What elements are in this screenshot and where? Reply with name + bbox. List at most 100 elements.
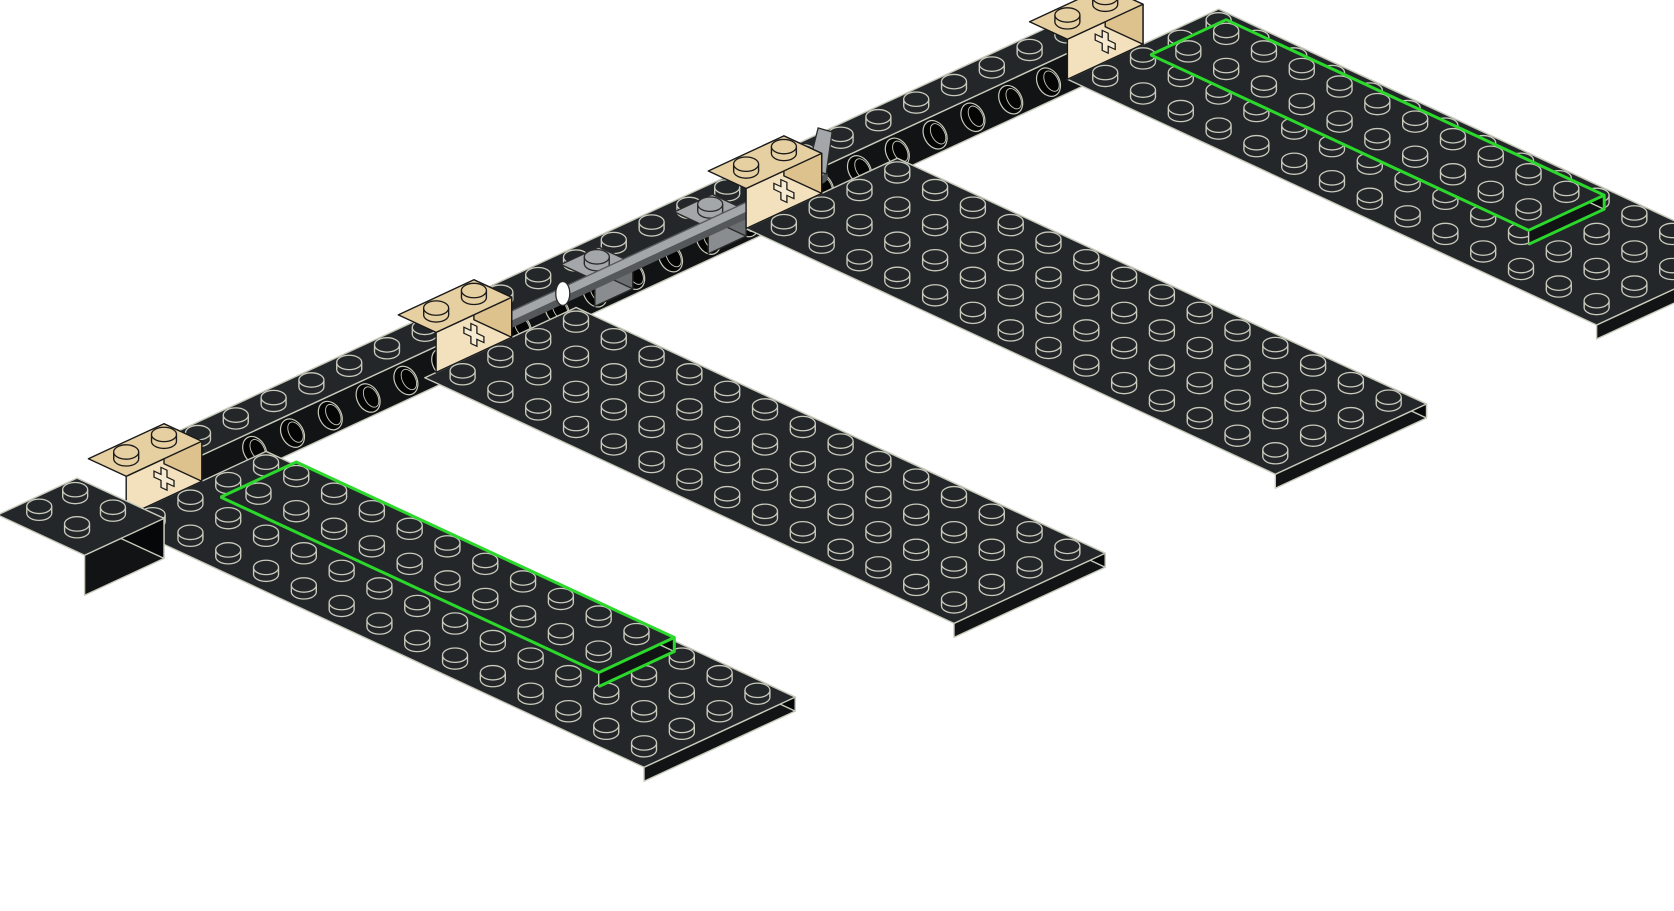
stud-top bbox=[847, 179, 872, 193]
stud bbox=[1546, 276, 1571, 297]
stud-top bbox=[1584, 223, 1609, 237]
stud-top bbox=[1187, 302, 1212, 316]
stud bbox=[866, 451, 891, 472]
stud bbox=[461, 283, 486, 304]
stud bbox=[828, 469, 853, 490]
stud bbox=[1546, 241, 1571, 262]
stud bbox=[639, 215, 664, 236]
stud-top bbox=[828, 504, 853, 518]
stud-top bbox=[960, 302, 985, 316]
stud bbox=[1149, 355, 1174, 376]
stud-top bbox=[979, 504, 1004, 518]
stud-top bbox=[866, 522, 891, 536]
stud-top bbox=[707, 701, 732, 715]
stud-top bbox=[942, 592, 967, 606]
stud-top bbox=[1149, 355, 1174, 369]
stud-top bbox=[1244, 136, 1269, 150]
stud bbox=[707, 701, 732, 722]
stud bbox=[322, 483, 347, 504]
stud bbox=[223, 408, 248, 429]
stud bbox=[1282, 153, 1307, 174]
stud bbox=[904, 469, 929, 490]
stud-top bbox=[367, 578, 392, 592]
stud bbox=[1017, 39, 1042, 60]
stud bbox=[27, 499, 52, 520]
stud-top bbox=[1214, 58, 1239, 72]
stud-top bbox=[1112, 372, 1137, 386]
stud bbox=[979, 504, 1004, 525]
stud bbox=[790, 416, 815, 437]
stud-top bbox=[1112, 337, 1137, 351]
stud-top bbox=[1017, 522, 1042, 536]
stud-top bbox=[601, 232, 626, 246]
stud bbox=[1660, 258, 1674, 279]
stud-top bbox=[1338, 372, 1363, 386]
stud bbox=[677, 469, 702, 490]
stud-top bbox=[998, 320, 1023, 334]
stud-top bbox=[526, 268, 551, 282]
stud-top bbox=[1327, 76, 1352, 90]
stud-top bbox=[114, 445, 139, 459]
stud-top bbox=[677, 469, 702, 483]
stud bbox=[715, 487, 740, 508]
stud bbox=[1036, 302, 1061, 323]
stud-top bbox=[790, 451, 815, 465]
stud bbox=[1206, 118, 1231, 139]
stud-top bbox=[715, 487, 740, 501]
stud bbox=[488, 346, 513, 367]
stud-top bbox=[866, 451, 891, 465]
stud-top bbox=[885, 197, 910, 211]
stud-top bbox=[1365, 93, 1390, 107]
stud-top bbox=[1365, 129, 1390, 143]
stud bbox=[601, 399, 626, 420]
stud bbox=[1036, 267, 1061, 288]
stud-top bbox=[1433, 223, 1458, 237]
stud-top bbox=[1584, 294, 1609, 308]
stud bbox=[564, 416, 589, 437]
stud bbox=[624, 623, 649, 644]
stud-top bbox=[677, 434, 702, 448]
stud-top bbox=[809, 232, 834, 246]
stud-top bbox=[885, 162, 910, 176]
stud-top bbox=[1225, 320, 1250, 334]
stud bbox=[178, 525, 203, 546]
stud bbox=[904, 539, 929, 560]
stud-top bbox=[1263, 408, 1288, 422]
stud bbox=[1471, 241, 1496, 262]
stud bbox=[923, 215, 948, 236]
stud-top bbox=[1149, 285, 1174, 299]
stud bbox=[847, 179, 872, 200]
stud-top bbox=[639, 346, 664, 360]
stud bbox=[677, 434, 702, 455]
stud-top bbox=[753, 399, 778, 413]
stud bbox=[828, 504, 853, 525]
stud-top bbox=[284, 501, 309, 515]
stud bbox=[1440, 164, 1465, 185]
stud bbox=[1301, 355, 1326, 376]
stud-top bbox=[1584, 258, 1609, 272]
stud-top bbox=[1206, 118, 1231, 132]
stud bbox=[601, 329, 626, 350]
stud bbox=[904, 504, 929, 525]
stud-top bbox=[329, 595, 354, 609]
stud-top bbox=[998, 250, 1023, 264]
stud-top bbox=[904, 574, 929, 588]
stud bbox=[1093, 0, 1118, 11]
stud bbox=[1112, 267, 1137, 288]
stud-top bbox=[1622, 206, 1647, 220]
stud bbox=[639, 346, 664, 367]
stud-top bbox=[223, 408, 248, 422]
stud-top bbox=[450, 364, 475, 378]
stud-top bbox=[1554, 181, 1579, 195]
stud-top bbox=[707, 666, 732, 680]
stud-top bbox=[677, 364, 702, 378]
stud bbox=[942, 487, 967, 508]
stud bbox=[1365, 93, 1390, 114]
stud bbox=[771, 139, 796, 160]
stud-top bbox=[480, 666, 505, 680]
stud-top bbox=[1187, 372, 1212, 386]
stud-top bbox=[291, 543, 316, 557]
stud-top bbox=[1036, 232, 1061, 246]
stud-top bbox=[518, 648, 543, 662]
stud bbox=[998, 285, 1023, 306]
